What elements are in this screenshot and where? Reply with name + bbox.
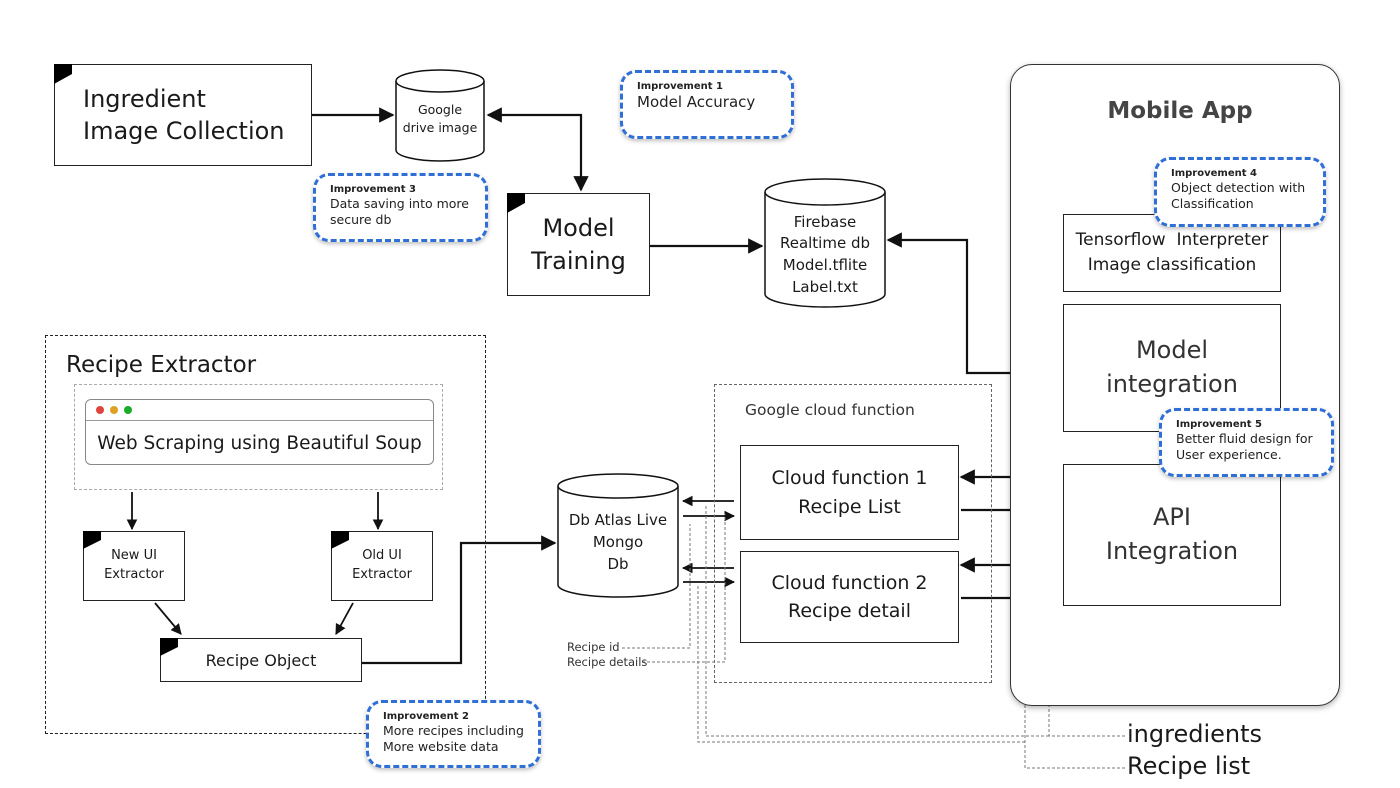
cloud-function-1-line2: Recipe List: [798, 495, 901, 518]
cloud-function-2-box: Cloud function 2 Recipe detail: [740, 551, 959, 643]
ingredient-collection-line2: Image Collection: [83, 117, 285, 145]
google-cloud-function-title: Google cloud function: [745, 401, 915, 419]
model-integration-line2: integration: [1106, 370, 1238, 398]
firebase-line4: Label.txt: [792, 277, 858, 296]
ingredient-image-collection-box: Ingredient Image Collection: [54, 64, 312, 166]
recipe-list-label: Recipe list: [1127, 752, 1251, 780]
improvement-5-body-2: User experience.: [1176, 447, 1282, 463]
improvement-4-body-2: Classification: [1171, 196, 1254, 212]
improvement-3-title: Improvement 3: [330, 184, 416, 195]
tensorflow-line1: Tensorflow Interpreter: [1075, 229, 1269, 250]
window-minimize-dot: [110, 406, 118, 414]
model-training-line2: Training: [531, 246, 626, 275]
google-drive-cylinder: [395, 69, 485, 162]
api-integration-line1: API: [1153, 503, 1191, 532]
flag-icon: [160, 638, 178, 656]
google-drive-line1: Google: [417, 101, 463, 117]
firebase-cylinder: [764, 178, 886, 308]
api-integration-box: API Integration: [1063, 464, 1281, 606]
cloud-function-1-box: Cloud function 1 Recipe List: [740, 445, 959, 540]
model-integration-line1: Model: [1135, 336, 1209, 365]
old-ui-extractor-box: Old UI Extractor: [331, 531, 433, 601]
improvement-2-body-2: More website data: [383, 739, 499, 755]
firebase-label: Firebase Realtime db Model.tflite Label.…: [765, 210, 885, 300]
improvement-5-callout: Improvement 5 Better fluid design for Us…: [1159, 408, 1334, 477]
ingredient-collection-line1: Ingredient: [83, 84, 206, 113]
recipe-extractor-frame: Recipe Extractor: [45, 335, 486, 734]
firebase-line2: Realtime db: [779, 234, 871, 253]
web-scraping-label: Web Scraping using Beautiful Soup: [97, 433, 422, 454]
tensorflow-interpreter-box: Tensorflow Interpreter Image classificat…: [1063, 214, 1281, 292]
recipe-object-label: Recipe Object: [205, 650, 317, 670]
improvement-3-body-1: Data saving into more: [330, 196, 469, 211]
recipe-object-box: Recipe Object: [160, 638, 362, 682]
flag-icon: [83, 531, 101, 549]
improvement-1-callout: Improvement 1 Model Accuracy: [620, 70, 794, 139]
flag-icon: [507, 193, 525, 213]
arrow-drive-to-training: [486, 107, 589, 192]
ingredients-label: ingredients: [1127, 720, 1263, 748]
improvement-3-callout: Improvement 3 Data saving into more secu…: [313, 173, 488, 242]
improvement-1-title: Improvement 1: [637, 81, 723, 92]
flag-icon: [54, 64, 72, 84]
mongo-label: Db Atlas Live Mongo Db: [558, 508, 678, 578]
arrow-new-ui-to-object: [154, 602, 182, 635]
mongo-line3: Db: [607, 554, 629, 573]
arrow-old-ui-to-object: [335, 602, 354, 635]
mongo-cylinder: [557, 473, 679, 598]
google-cloud-function-frame: Google cloud function: [714, 384, 992, 683]
cloud-function-2-line1: Cloud function 2: [771, 571, 928, 594]
model-training-line1: Model: [542, 214, 615, 243]
improvement-2-body-1: More recipes including: [383, 723, 524, 738]
flag-icon: [331, 531, 349, 549]
new-ui-line2: Extractor: [104, 567, 164, 582]
recipe-extractor-title: Recipe Extractor: [66, 352, 257, 378]
cloud-function-1-line1: Cloud function 1: [771, 467, 928, 489]
api-integration-line2: Integration: [1105, 537, 1239, 565]
improvement-2-callout: Improvement 2 More recipes including Mor…: [366, 700, 541, 768]
window-close-dot: [96, 406, 104, 414]
browser-window: Web Scraping using Beautiful Soup: [85, 399, 434, 465]
mobile-app-title: Mobile App: [1107, 98, 1253, 124]
improvement-3-body-2: secure db: [330, 212, 392, 228]
cloud-function-2-line2: Recipe detail: [788, 600, 911, 622]
old-ui-line2: Extractor: [352, 567, 412, 582]
improvement-4-title: Improvement 4: [1171, 168, 1257, 179]
window-maximize-dot: [124, 406, 132, 414]
recipe-details-label: Recipe details: [567, 655, 648, 669]
mongo-line1: Db Atlas Live: [568, 511, 668, 530]
new-ui-line1: New UI: [111, 548, 157, 564]
web-scraping-frame: Web Scraping using Beautiful Soup: [74, 384, 443, 490]
new-ui-extractor-box: New UI Extractor: [83, 531, 185, 601]
google-drive-label: Google drive image: [396, 96, 484, 142]
improvement-4-body-1: Object detection with: [1171, 180, 1306, 195]
model-training-box: Model Training: [507, 193, 650, 296]
mongo-line2: Mongo: [592, 533, 644, 552]
improvement-5-body-1: Better fluid design for: [1176, 431, 1313, 446]
recipe-id-label: Recipe id: [567, 640, 620, 654]
tensorflow-line2: Image classification: [1087, 255, 1257, 275]
improvement-5-title: Improvement 5: [1176, 419, 1262, 430]
arrow-object-to-mongo: [362, 535, 557, 665]
improvement-2-title: Improvement 2: [383, 711, 469, 722]
firebase-line3: Model.tflite: [782, 256, 868, 274]
improvement-4-callout: Improvement 4 Object detection with Clas…: [1154, 157, 1326, 227]
browser-title-bar: [86, 400, 433, 421]
old-ui-line1: Old UI: [362, 548, 402, 564]
google-drive-line2: drive image: [402, 120, 478, 135]
improvement-1-body: Model Accuracy: [637, 93, 756, 111]
firebase-line1: Firebase: [793, 212, 857, 231]
